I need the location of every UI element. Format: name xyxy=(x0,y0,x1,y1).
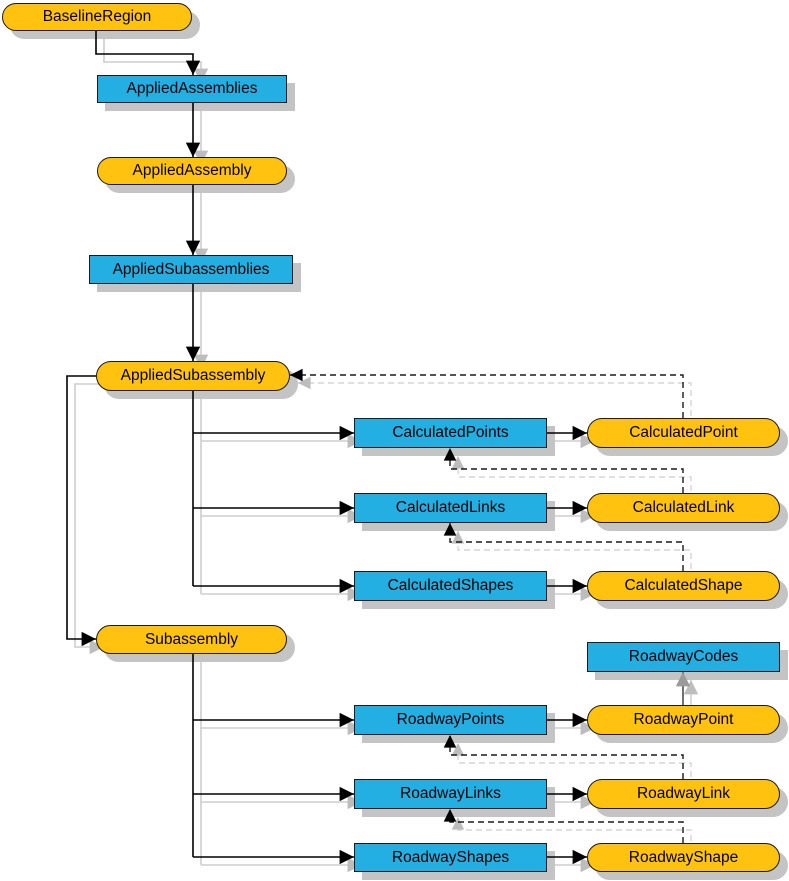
node-label: AppliedAssemblies xyxy=(126,80,258,97)
node-label: CalculatedPoints xyxy=(392,424,509,441)
edge-roadwayLink-roadwayPoints xyxy=(443,734,684,779)
node-label: RoadwayPoints xyxy=(396,711,505,728)
edge-calculatedShape-calculatedLinks xyxy=(443,522,684,571)
node-label: CalculatedShape xyxy=(624,577,743,594)
node-label: CalculatedShapes xyxy=(387,577,514,594)
edge-appliedSubassembly-subassembly xyxy=(66,375,96,647)
edge-shadow xyxy=(451,742,692,787)
node-label: BaselineRegion xyxy=(42,8,152,25)
edge-calculatedLink-calculatedPoints xyxy=(443,448,684,493)
node-roadway-shapes[interactable]: RoadwayShapes xyxy=(354,843,547,872)
node-label: RoadwayLinks xyxy=(400,785,501,802)
node-roadway-links[interactable]: RoadwayLinks xyxy=(354,779,547,809)
node-roadway-codes[interactable]: RoadwayCodes xyxy=(587,642,780,672)
node-calculated-link[interactable]: CalculatedLink xyxy=(587,493,780,523)
node-roadway-point[interactable]: RoadwayPoint xyxy=(587,705,780,735)
node-applied-subassemblies[interactable]: AppliedSubassemblies xyxy=(89,255,293,284)
node-label: CalculatedLink xyxy=(632,499,735,516)
edge-shadow xyxy=(451,816,692,851)
edge-shadow xyxy=(451,456,692,501)
node-label: RoadwayShapes xyxy=(391,848,510,866)
node-calculated-point[interactable]: CalculatedPoint xyxy=(587,418,780,448)
node-label: Subassembly xyxy=(144,630,239,648)
edge-shadow xyxy=(298,376,692,426)
edge-roadwayShape-roadwayLinks xyxy=(443,808,684,843)
node-calculated-shapes[interactable]: CalculatedShapes xyxy=(354,571,547,601)
node-applied-assemblies[interactable]: AppliedAssemblies xyxy=(97,75,287,103)
node-calculated-shape[interactable]: CalculatedShape xyxy=(587,571,780,601)
node-calculated-links[interactable]: CalculatedLinks xyxy=(354,493,547,523)
node-label: RoadwayCodes xyxy=(628,648,739,665)
node-calculated-points[interactable]: CalculatedPoints xyxy=(354,418,547,448)
edge-shadow xyxy=(103,39,209,83)
node-label: AppliedSubassembly xyxy=(120,367,266,384)
node-label: RoadwayLink xyxy=(636,785,731,802)
node-baseline-region[interactable]: BaselineRegion xyxy=(2,3,192,31)
node-label: CalculatedLinks xyxy=(395,499,506,516)
node-applied-assembly[interactable]: AppliedAssembly xyxy=(97,157,287,185)
node-label: AppliedSubassemblies xyxy=(112,260,270,278)
node-roadway-shape[interactable]: RoadwayShape xyxy=(587,843,780,872)
node-label: RoadwayShape xyxy=(628,848,739,866)
node-roadway-points[interactable]: RoadwayPoints xyxy=(354,705,547,735)
node-label: CalculatedPoint xyxy=(629,424,738,441)
node-label: AppliedAssembly xyxy=(132,162,252,179)
node-roadway-link[interactable]: RoadwayLink xyxy=(587,779,780,809)
node-subassembly[interactable]: Subassembly xyxy=(96,625,287,654)
edge-shadow xyxy=(74,383,104,655)
node-label: RoadwayPoint xyxy=(633,711,734,728)
edge-calculatedPoint-appliedSubassembly xyxy=(290,368,684,418)
node-applied-subassembly[interactable]: AppliedSubassembly xyxy=(96,361,290,391)
edge-shadow xyxy=(451,530,692,579)
edge-baselineRegion-appliedAssemblies xyxy=(95,31,201,75)
